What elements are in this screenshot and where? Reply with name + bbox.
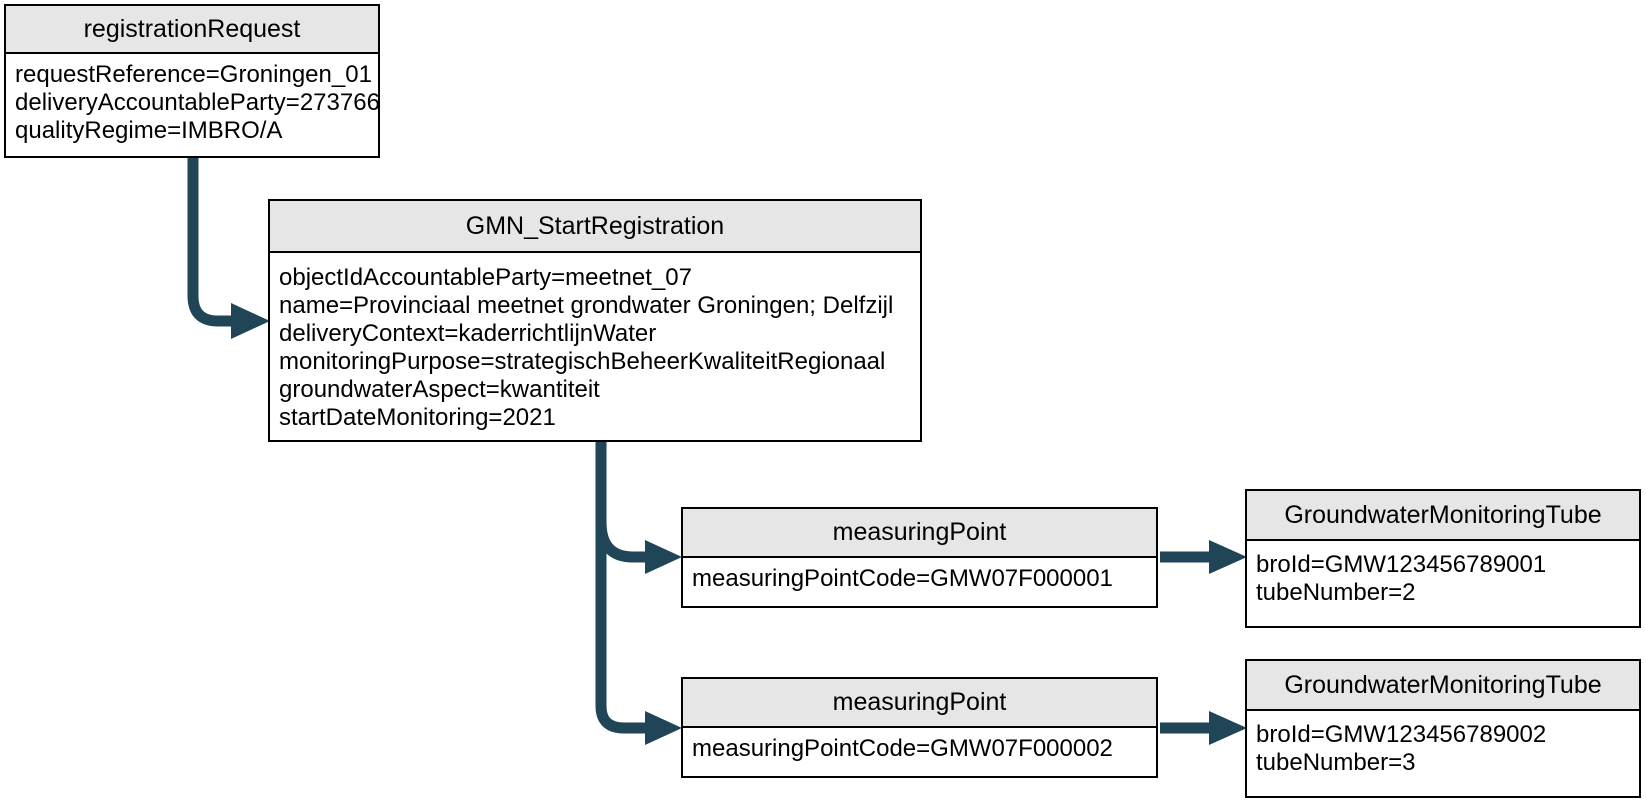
- attribute-line: broId=GMW123456789002: [1256, 721, 1547, 748]
- node-title: GMN_StartRegistration: [270, 201, 920, 253]
- attribute-line: deliveryAccountableParty=27376655: [15, 89, 378, 116]
- node-attributes: broId=GMW123456789001 tubeNumber=2: [1247, 541, 1639, 607]
- node-gmn-start-registration: GMN_StartRegistration objectIdAccountabl…: [268, 199, 922, 442]
- node-groundwater-monitoring-tube-2: GroundwaterMonitoringTube broId=GMW12345…: [1245, 659, 1641, 798]
- node-measuring-point-2: measuringPoint measuringPointCode=GMW07F…: [681, 677, 1158, 778]
- arrow-measuring-point-2-to-tube-2: [1160, 711, 1247, 745]
- attribute-line: requestReference=Groningen_01: [15, 61, 372, 88]
- arrow-gmn-to-measuring-point-1: [595, 440, 682, 574]
- arrow-measuring-point-1-to-tube-1: [1160, 540, 1247, 574]
- arrow-registration-to-gmn: [187, 156, 270, 339]
- attribute-line: measuringPointCode=GMW07F000002: [692, 735, 1113, 762]
- attribute-line: startDateMonitoring=2021: [279, 404, 556, 431]
- arrow-gmn-to-measuring-point-2: [595, 520, 682, 745]
- attribute-line: measuringPointCode=GMW07F000001: [692, 565, 1113, 592]
- attribute-line: broId=GMW123456789001: [1256, 551, 1547, 578]
- node-title: measuringPoint: [683, 509, 1156, 558]
- node-measuring-point-1: measuringPoint measuringPointCode=GMW07F…: [681, 507, 1158, 608]
- attribute-line: tubeNumber=2: [1256, 579, 1416, 606]
- node-attributes: objectIdAccountableParty=meetnet_07 name…: [270, 253, 920, 432]
- attribute-line: name=Provinciaal meetnet grondwater Gron…: [279, 292, 894, 319]
- node-title: GroundwaterMonitoringTube: [1247, 661, 1639, 711]
- attribute-line: qualityRegime=IMBRO/A: [15, 117, 283, 144]
- node-groundwater-monitoring-tube-1: GroundwaterMonitoringTube broId=GMW12345…: [1245, 489, 1641, 628]
- attribute-line: groundwaterAspect=kwantiteit: [279, 376, 600, 403]
- attribute-line: deliveryContext=kaderrichtlijnWater: [279, 320, 657, 347]
- attribute-line: tubeNumber=3: [1256, 749, 1416, 776]
- node-title: GroundwaterMonitoringTube: [1247, 491, 1639, 541]
- node-attributes: measuringPointCode=GMW07F000001: [683, 558, 1156, 593]
- node-title: registrationRequest: [6, 6, 378, 54]
- attribute-line: objectIdAccountableParty=meetnet_07: [279, 264, 692, 291]
- node-registration-request: registrationRequest requestReference=Gro…: [4, 4, 380, 158]
- node-attributes: broId=GMW123456789002 tubeNumber=3: [1247, 711, 1639, 777]
- node-attributes: requestReference=Groningen_01 deliveryAc…: [6, 54, 378, 145]
- attribute-line: monitoringPurpose=strategischBeheerKwali…: [279, 348, 886, 375]
- node-attributes: measuringPointCode=GMW07F000002: [683, 728, 1156, 763]
- node-title: measuringPoint: [683, 679, 1156, 728]
